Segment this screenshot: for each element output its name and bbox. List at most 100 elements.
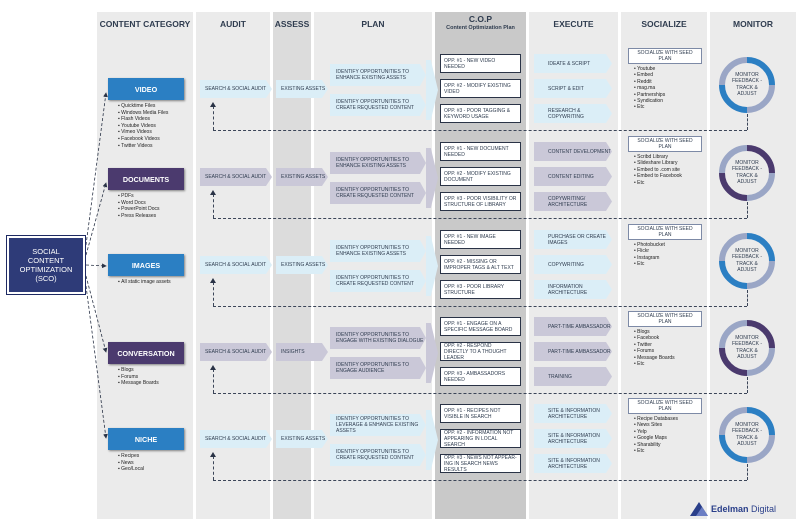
execute-step-3: COPYWRITING/ ARCHITECTURE — [534, 192, 612, 211]
feedback-loop-up — [213, 106, 214, 130]
cop-opportunity-1: OPP. #1 - RECIPES NOT VISIBLE IN SEARCH — [440, 404, 521, 423]
socialize-header: SOCIALIZE WITH SEED PLAN — [628, 48, 702, 64]
category-item: Youtube Videos — [118, 123, 168, 130]
socialize-item: Forums — [634, 348, 702, 354]
category-items: RecipesNewsGeo/Local — [118, 453, 144, 473]
category-item: Windows Media Files — [118, 110, 168, 117]
feedback-loop-down — [747, 202, 748, 218]
feedback-loop-up — [213, 194, 214, 218]
execute-step-1: PART-TIME AMBASSADOR — [534, 317, 612, 336]
feedback-loop-up — [213, 282, 214, 306]
socialize-item: Etc — [634, 261, 702, 267]
plan-step-1: IDENTIFY OPPORTUNITIES TO ENHANCE EXISTI… — [330, 240, 426, 262]
monitor-cycle: MONITOR FEEDBACK - TRACK & ADJUST — [718, 232, 776, 290]
assess-step: INSIGHTS — [276, 343, 328, 361]
header-execute: EXECUTE — [553, 19, 594, 29]
cop-opportunity-3: OPP. #3 - POOR TAGGING & KEYWORD USAGE — [440, 104, 521, 123]
socialize-item: mag.ma — [634, 85, 702, 91]
plan-step-1: IDENTIFY OPPORTUNITIES TO ENHANCE EXISTI… — [330, 64, 426, 86]
connector-video — [85, 92, 108, 246]
cop-opportunity-3: OPP. #3 - POOR VISIBILITY OR STRUCTURE O… — [440, 192, 521, 211]
sco-line-3: OPTIMIZATION — [19, 265, 73, 274]
plan-step-2: IDENTIFY OPPORTUNITIES TO CREATE REQUEST… — [330, 270, 426, 292]
plan-step-2: IDENTIFY OPPORTUNITIES TO CREATE REQUEST… — [330, 94, 426, 116]
category-box-niche: NICHE — [108, 428, 184, 450]
cycle-arrows-icon — [719, 57, 775, 113]
brand-mark-icon — [690, 502, 708, 516]
plan-step-1: IDENTIFY OPPORTUNITIES TO ENGAGE WITH EX… — [330, 327, 426, 349]
feedback-loop-down — [747, 464, 748, 480]
execute-step-1: CONTENT DEVELOPMENT — [534, 142, 612, 161]
execute-step-3: INFORMATION ARCHITECTURE — [534, 280, 612, 299]
feedback-arrow-icon — [210, 365, 216, 370]
category-item: PDFs — [118, 193, 160, 200]
socialize-item: Etc — [634, 361, 702, 367]
audit-step: SEARCH & SOCIAL AUDIT — [200, 168, 272, 186]
plan-step-1: IDENTIFY OPPORTUNITIES TO LEVERAGE & ENH… — [330, 414, 426, 436]
socialize-item: Etc — [634, 180, 702, 186]
category-item: Geo/Local — [118, 466, 144, 473]
socialize-item: Sharability — [634, 442, 702, 448]
cop-opportunity-1: OPP. #1 - NEW IMAGE NEEDED — [440, 230, 521, 249]
cop-opportunity-3: OPP. #3 - AMBASSADORS NEEDED — [440, 367, 521, 386]
feedback-loop-up — [213, 369, 214, 393]
execute-step-1: IDEATE & SCRIPT — [534, 54, 612, 73]
audit-step: SEARCH & SOCIAL AUDIT — [200, 80, 272, 98]
category-item: Twitter Videos — [118, 143, 168, 150]
socialize-item: Slideshare Library — [634, 160, 702, 166]
plan-step-1: IDENTIFY OPPORTUNITIES TO ENHANCE EXISTI… — [330, 152, 426, 174]
sco-line-1: SOCIAL — [32, 247, 60, 256]
cop-opportunity-3: OPP. #3 - NEWS NOT APPEAR- ING IN SEARCH… — [440, 454, 521, 473]
category-item: Forums — [118, 374, 159, 381]
socialize-header: SOCIALIZE WITH SEED PLAN — [628, 224, 702, 240]
cycle-arrows-icon — [719, 407, 775, 463]
feedback-loop-line — [213, 306, 747, 307]
monitor-cycle: MONITOR FEEDBACK - TRACK & ADJUST — [718, 56, 776, 114]
category-item: PowerPoint Docs — [118, 206, 159, 213]
feedback-loop-line — [213, 393, 747, 394]
socialize-header: SOCIALIZE WITH SEED PLAN — [628, 136, 702, 152]
header-monitor: MONITOR — [733, 19, 773, 29]
category-items: PDFsWord DocsPowerPoint DocsPress Releas… — [118, 193, 160, 219]
category-box-images: IMAGES — [108, 254, 184, 276]
header-audit: AUDIT — [220, 19, 246, 29]
category-items: Quicktime FilesWindows Media FilesFlash … — [118, 103, 168, 149]
category-items: BlogsForumsMessage Boards — [118, 367, 159, 387]
category-box-video: VIDEO — [108, 78, 184, 100]
sco-box: SOCIAL CONTENT OPTIMIZATION (SCO) — [6, 235, 86, 295]
feedback-loop-line — [213, 480, 747, 481]
execute-step-2: SITE & INFORMATION ARCHITECTURE — [534, 429, 612, 448]
socialize-item: News Sites — [634, 422, 702, 428]
header-cop-subtitle: Content Optimization Plan — [446, 25, 515, 31]
socialize-item: Facebook — [634, 335, 702, 341]
socialize-item: Blogs — [634, 329, 702, 335]
socialize-item: Embed to Facebook — [634, 173, 702, 179]
feedback-loop-down — [747, 290, 748, 306]
feedback-arrow-icon — [210, 190, 216, 195]
execute-step-2: PART-TIME AMBASSADOR — [534, 342, 612, 361]
socialize-item: Etc — [634, 448, 702, 454]
socialize-list: BlogsFacebookTwitterForumsMessage Boards… — [628, 329, 702, 367]
socialize-block: SOCIALIZE WITH SEED PLANYoutubeEmbedRedd… — [628, 48, 702, 111]
socialize-item: Flickr — [634, 248, 702, 254]
socialize-item: Photobucket — [634, 242, 702, 248]
execute-step-3: RESEARCH & COPYWRITING — [534, 104, 612, 123]
brand-name: Edelman Digital — [711, 504, 776, 514]
execute-step-2: COPYWRITING — [534, 255, 612, 274]
socialize-item: Google Maps — [634, 435, 702, 441]
monitor-label: MONITOR FEEDBACK - TRACK & ADJUST — [731, 422, 762, 448]
feedback-loop-line — [213, 130, 747, 131]
category-item: All static image assets — [118, 279, 170, 286]
assess-step: EXISTING ASSETS — [276, 430, 328, 448]
connector-niche — [85, 285, 108, 439]
feedback-loop-down — [747, 377, 748, 393]
execute-step-1: PURCHASE OR CREATE IMAGES — [534, 230, 612, 249]
cop-opportunity-2: OPP. #2 - MODIFY EXISTING VIDEO — [440, 79, 521, 98]
socialize-item: Yelp — [634, 429, 702, 435]
cop-opportunity-1: OPP. #1 - NEW DOCUMENT NEEDED — [440, 142, 521, 161]
monitor-cycle: MONITOR FEEDBACK - TRACK & ADJUST — [718, 406, 776, 464]
socialize-item: Reddit — [634, 79, 702, 85]
execute-step-1: SITE & INFORMATION ARCHITECTURE — [534, 404, 612, 423]
monitor-cycle: MONITOR FEEDBACK - TRACK & ADJUST — [718, 144, 776, 202]
